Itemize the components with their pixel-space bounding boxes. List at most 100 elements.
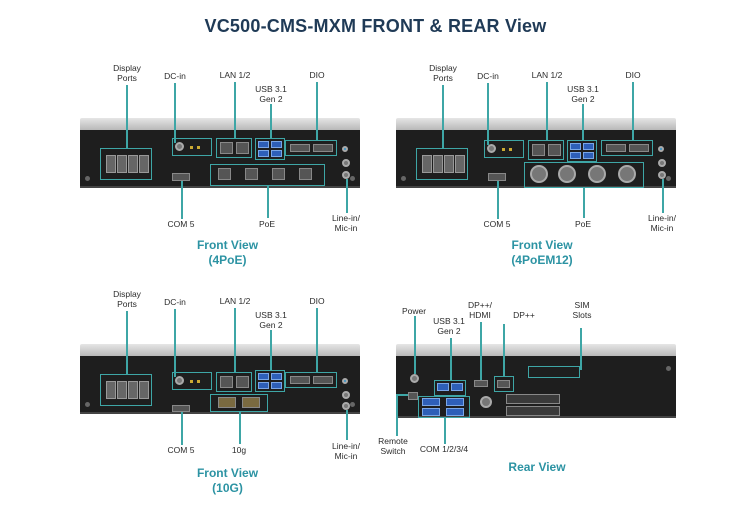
label-display-ports: Display Ports — [113, 63, 141, 83]
page-title: VC500-CMS-MXM FRONT & REAR View — [204, 16, 547, 36]
lan-port — [236, 142, 249, 154]
caption-front-4poe: Front View (4PoE) — [196, 238, 259, 267]
display-port — [444, 155, 454, 173]
callout-line — [580, 328, 582, 370]
tengig-port — [242, 397, 260, 408]
audio-jack — [658, 146, 664, 152]
usb-highlight — [567, 140, 597, 162]
lan-port — [532, 144, 545, 156]
caption-rear: Rear View — [508, 460, 566, 474]
audio-jack — [342, 146, 348, 152]
lan-port — [548, 144, 561, 156]
front-view-10g: Display Ports DC-in LAN 1/2 USB 3.1 Gen … — [80, 286, 420, 506]
usb-highlight — [255, 138, 285, 160]
dc-in-highlight — [172, 138, 212, 156]
com5-port — [172, 173, 190, 181]
dio-port — [290, 144, 310, 152]
display-port — [128, 155, 138, 173]
lan-port — [220, 376, 233, 388]
rear-view: Power USB 3.1 Gen 2 DP++/ HDMI DP++ SIM … — [378, 286, 736, 506]
antenna-connector — [480, 396, 492, 408]
poe-port — [299, 168, 312, 180]
display-port — [139, 381, 149, 399]
label-power: Power — [401, 306, 427, 316]
audio-jack — [342, 378, 348, 384]
audio-jack — [342, 159, 350, 167]
lan-highlight — [528, 140, 564, 160]
usb-port — [271, 373, 282, 380]
callout-line — [396, 394, 408, 396]
label-dc-in: DC-in — [164, 71, 186, 81]
audio-jack — [342, 171, 350, 179]
usb-port — [271, 150, 282, 157]
power-button — [410, 374, 419, 383]
label-display-ports: Display Ports — [113, 289, 141, 309]
callout-line — [267, 186, 269, 218]
screw — [350, 402, 355, 407]
dio-highlight — [285, 140, 337, 156]
poe-highlight — [210, 164, 325, 186]
label-dio: DIO — [309, 296, 325, 306]
screw — [350, 176, 355, 181]
callout-line — [480, 322, 482, 380]
com-port — [422, 398, 440, 406]
display-port — [433, 155, 443, 173]
usb-highlight — [434, 380, 466, 396]
label-usb: USB 3.1 Gen 2 — [255, 84, 287, 104]
callout-line — [316, 308, 318, 372]
callout-line — [632, 82, 634, 140]
callout-line — [583, 188, 585, 218]
tengig-highlight — [210, 394, 268, 412]
usb-port — [258, 382, 269, 389]
label-poe: PoE — [258, 219, 276, 229]
led — [197, 380, 200, 383]
display-port — [139, 155, 149, 173]
dio-highlight — [601, 140, 653, 156]
tengig-port — [218, 397, 236, 408]
audio-jack — [342, 402, 350, 410]
callout-line — [234, 82, 236, 138]
dio-port — [313, 376, 333, 384]
label-lan: LAN 1/2 — [219, 70, 251, 80]
display-port — [117, 381, 127, 399]
usb-highlight — [255, 370, 285, 392]
dio-highlight — [285, 372, 337, 388]
screw — [85, 176, 90, 181]
label-com5: COM 5 — [483, 219, 511, 229]
led — [190, 380, 193, 383]
com5-port — [172, 405, 190, 412]
display-ports-highlight — [100, 374, 152, 406]
label-com5: COM 5 — [167, 219, 195, 229]
callout-line — [546, 82, 548, 140]
sim-tray — [506, 394, 560, 404]
label-dc-in: DC-in — [477, 71, 499, 81]
dc-in-port — [487, 144, 496, 153]
screw — [85, 402, 90, 407]
label-line-in: Line-in/ Mic-in — [648, 213, 676, 233]
callout-line — [174, 83, 176, 143]
usb-port — [271, 382, 282, 389]
led — [197, 146, 200, 149]
callout-line — [503, 324, 505, 376]
caption-front-4poem12: Front View (4PoEM12) — [511, 238, 573, 267]
display-ports-highlight — [416, 148, 468, 180]
dc-in-highlight — [172, 372, 212, 390]
label-lan: LAN 1/2 — [219, 296, 251, 306]
callout-line — [487, 83, 489, 145]
lan-port — [220, 142, 233, 154]
poe-port — [218, 168, 231, 180]
callout-line — [442, 85, 444, 148]
callout-line — [270, 330, 272, 370]
dio-port — [313, 144, 333, 152]
callout-line — [396, 394, 398, 436]
poe-port — [272, 168, 285, 180]
usb-port — [258, 373, 269, 380]
callout-line — [181, 181, 183, 219]
callout-line — [126, 311, 128, 374]
label-usb: USB 3.1 Gen 2 — [567, 84, 599, 104]
label-usb: USB 3.1 Gen 2 — [433, 316, 465, 336]
label-lan: LAN 1/2 — [531, 70, 563, 80]
callout-line — [174, 309, 176, 377]
com5-port — [488, 173, 506, 181]
label-com: COM 1/2/3/4 — [419, 444, 469, 454]
